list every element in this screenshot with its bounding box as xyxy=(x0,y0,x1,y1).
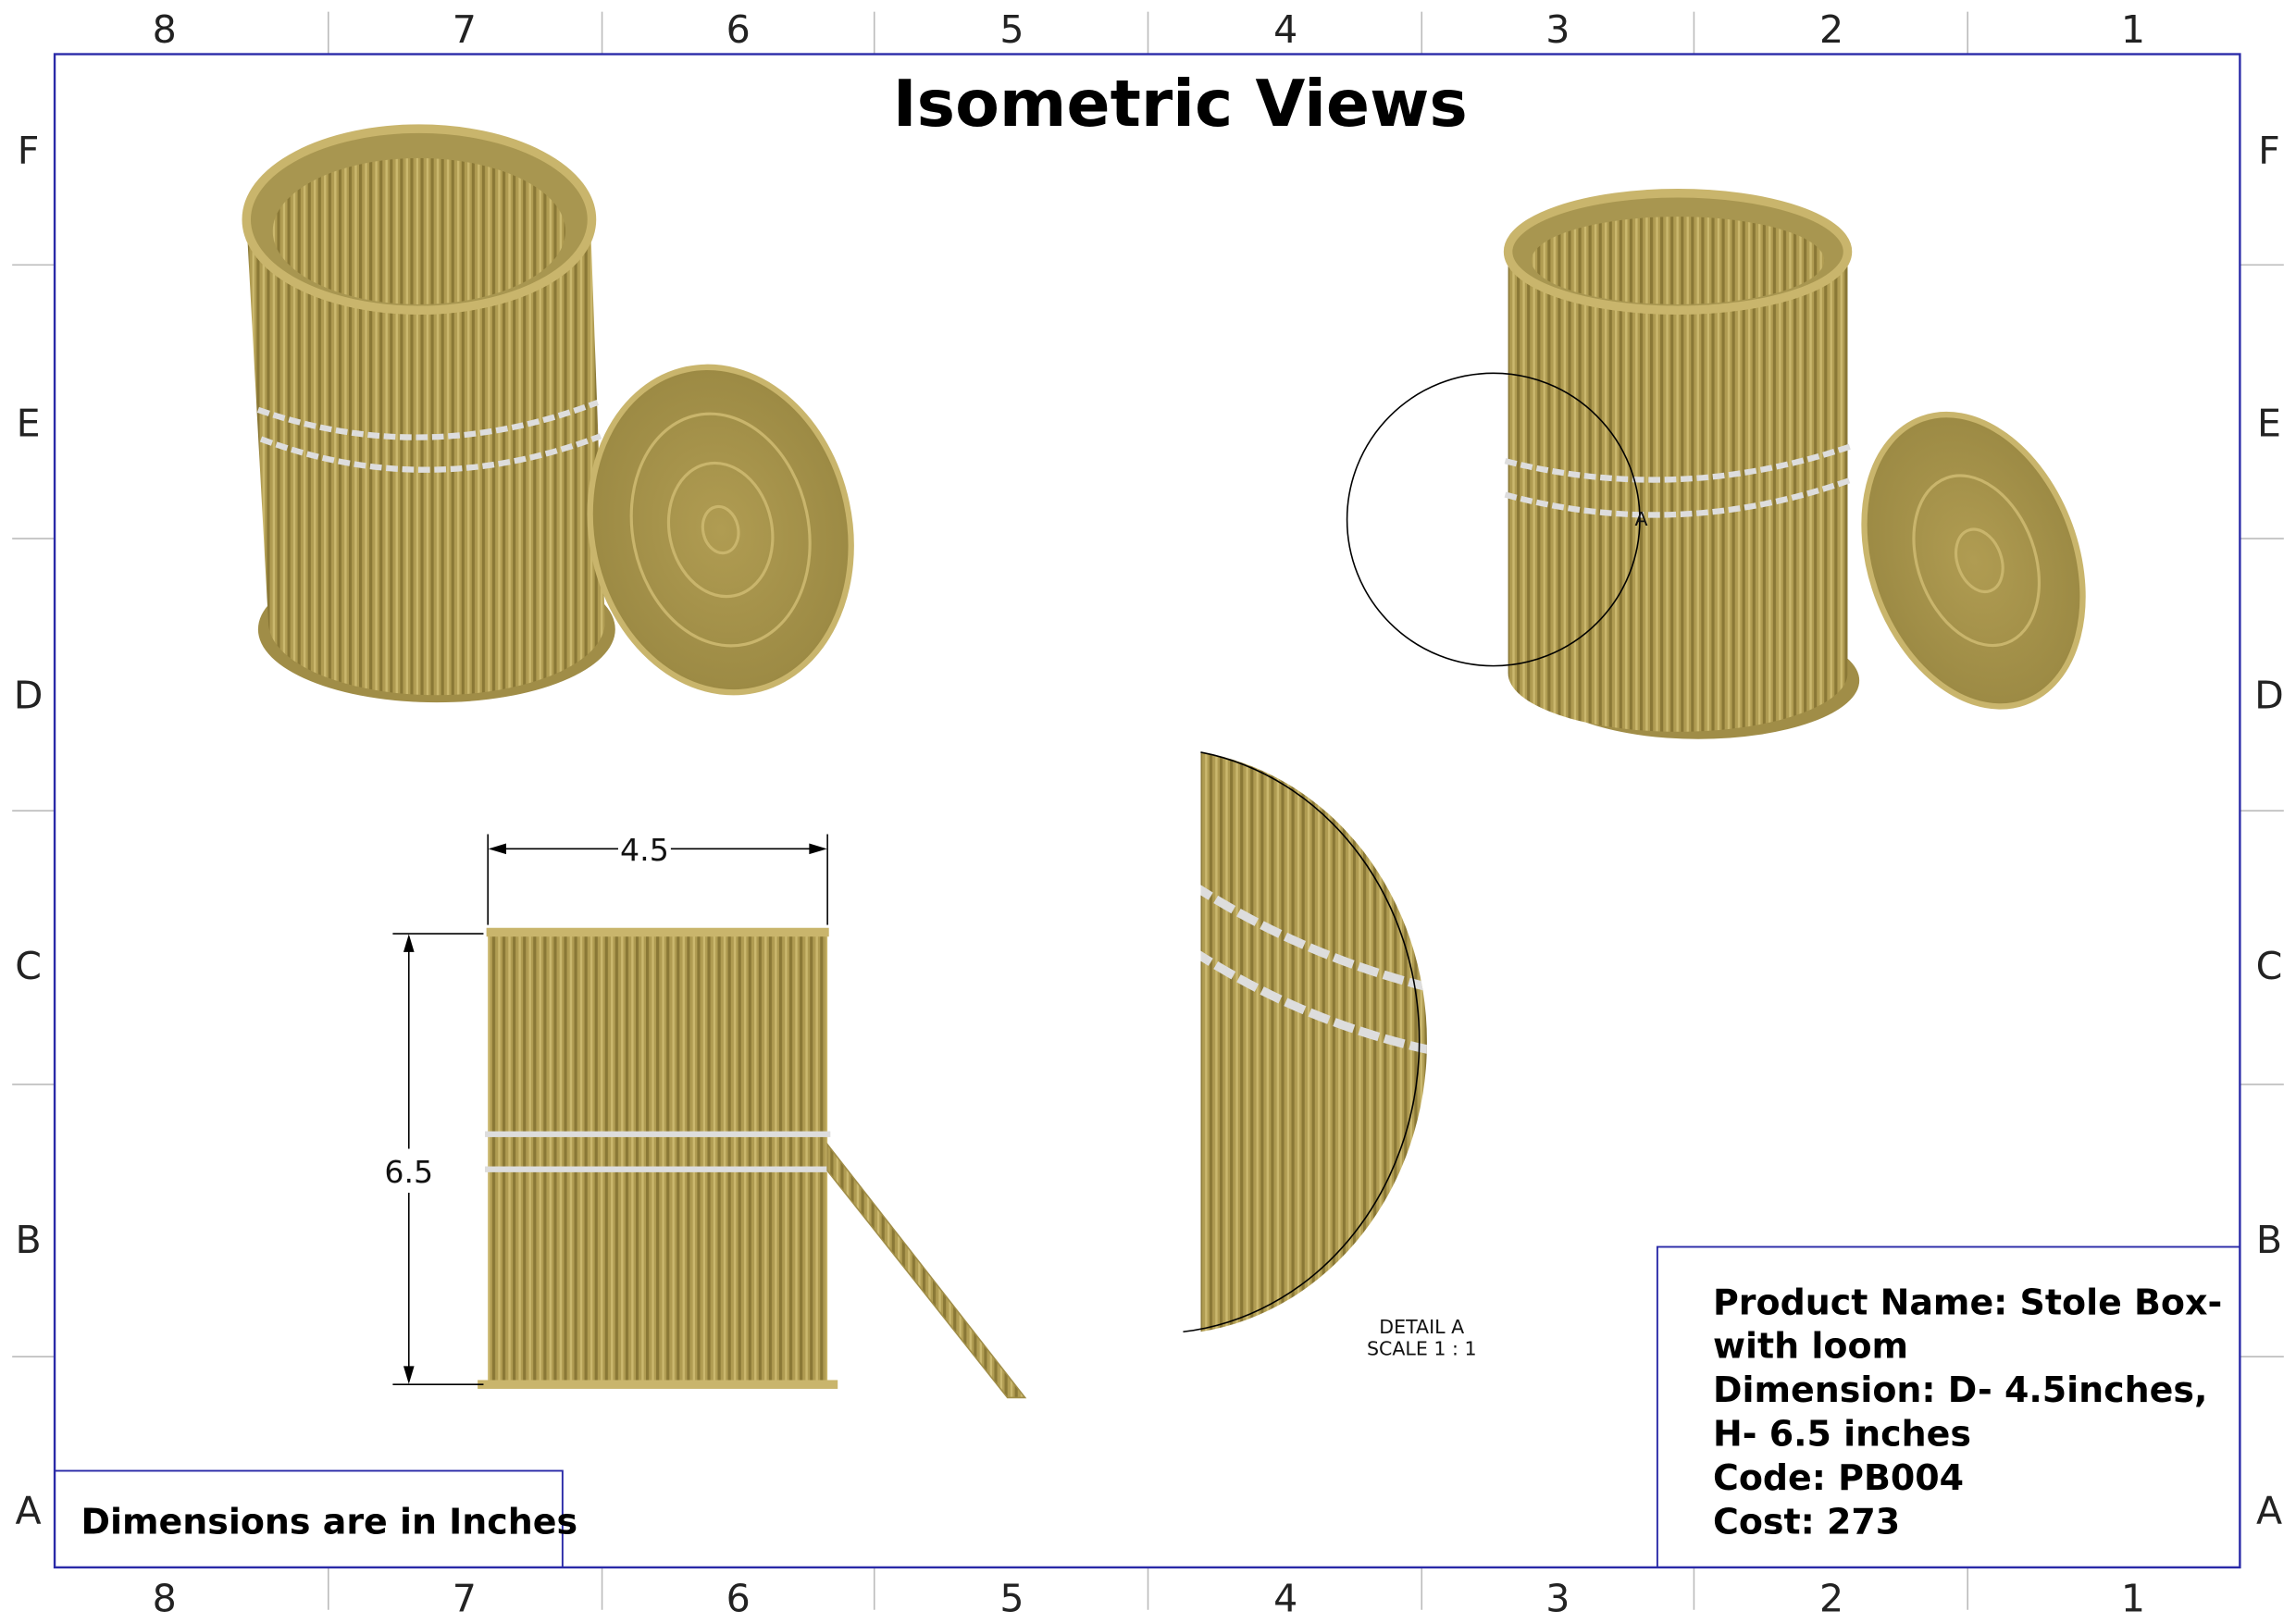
svg-text:4: 4 xyxy=(1273,1576,1297,1620)
detail-circle[interactable] xyxy=(1346,372,1641,667)
svg-text:Dimensions are in Inches: Dimensions are in Inches xyxy=(81,1502,578,1542)
height-dimension xyxy=(392,933,484,1385)
detail-marker: A xyxy=(1634,508,1647,530)
page-title: Isometric Views xyxy=(893,67,1468,142)
title-block: Product Name: Stole Box- with loom Dimen… xyxy=(1656,1245,2241,1568)
product-name: Product Name: Stole Box- xyxy=(1713,1282,2222,1322)
front-view: 4.5 6.5 xyxy=(384,832,1027,1399)
isometric-view-left xyxy=(242,124,854,703)
zone-ticks xyxy=(12,11,2284,1610)
dimension-height: H- 6.5 inches xyxy=(1713,1414,1971,1455)
svg-text:C: C xyxy=(15,944,42,988)
svg-text:8: 8 xyxy=(153,7,177,52)
product-name-cont: with loom xyxy=(1713,1326,1908,1367)
svg-text:5: 5 xyxy=(999,1576,1024,1620)
units-note: Dimensions are in Inches xyxy=(54,1469,578,1568)
svg-text:7: 7 xyxy=(453,7,477,52)
width-dimension xyxy=(487,834,828,925)
isometric-view-right: A xyxy=(1346,189,2086,739)
svg-text:6: 6 xyxy=(726,7,751,52)
svg-text:E: E xyxy=(17,401,41,445)
svg-text:4: 4 xyxy=(1273,7,1297,52)
svg-text:F: F xyxy=(18,129,40,173)
svg-text:1: 1 xyxy=(2121,7,2145,52)
detail-view-a: DETAIL A SCALE 1 : 1 xyxy=(1183,751,1477,1360)
svg-text:2: 2 xyxy=(1819,1576,1843,1620)
svg-text:E: E xyxy=(2257,401,2281,445)
width-value: 4.5 xyxy=(620,832,669,868)
svg-text:8: 8 xyxy=(153,1576,177,1620)
svg-text:6: 6 xyxy=(726,1576,751,1620)
svg-text:5: 5 xyxy=(999,7,1024,52)
column-labels-top: 8 7 6 5 4 3 2 1 xyxy=(153,7,2145,52)
svg-text:D: D xyxy=(14,673,43,717)
svg-text:1: 1 xyxy=(2121,1576,2145,1620)
svg-text:D: D xyxy=(2254,673,2284,717)
svg-text:F: F xyxy=(2258,129,2280,173)
row-labels-left: F E D C B A xyxy=(14,129,43,1532)
sheet-border xyxy=(53,53,2241,1569)
detail-scale: SCALE 1 : 1 xyxy=(1367,1338,1477,1360)
row-labels-right: F E D C B A xyxy=(2254,129,2284,1532)
detail-label: DETAIL A xyxy=(1379,1316,1464,1338)
svg-text:C: C xyxy=(2256,944,2283,988)
svg-text:B: B xyxy=(15,1218,41,1262)
svg-text:7: 7 xyxy=(453,1576,477,1620)
svg-text:3: 3 xyxy=(1545,7,1570,52)
svg-text:B: B xyxy=(2256,1218,2282,1262)
svg-text:A: A xyxy=(2256,1488,2282,1532)
svg-text:A: A xyxy=(16,1488,42,1532)
product-cost: Cost: 273 xyxy=(1713,1502,1900,1542)
column-labels-bottom: 8 7 6 5 4 3 2 1 xyxy=(153,1576,2145,1620)
svg-text:2: 2 xyxy=(1819,7,1843,52)
svg-text:3: 3 xyxy=(1545,1576,1570,1620)
lid-left xyxy=(587,364,854,696)
dimension-diameter: Dimension: D- 4.5inches, xyxy=(1713,1369,2207,1410)
height-value: 6.5 xyxy=(384,1154,433,1190)
product-code: Code: PB004 xyxy=(1713,1457,1964,1498)
lid-right xyxy=(1861,411,2086,710)
